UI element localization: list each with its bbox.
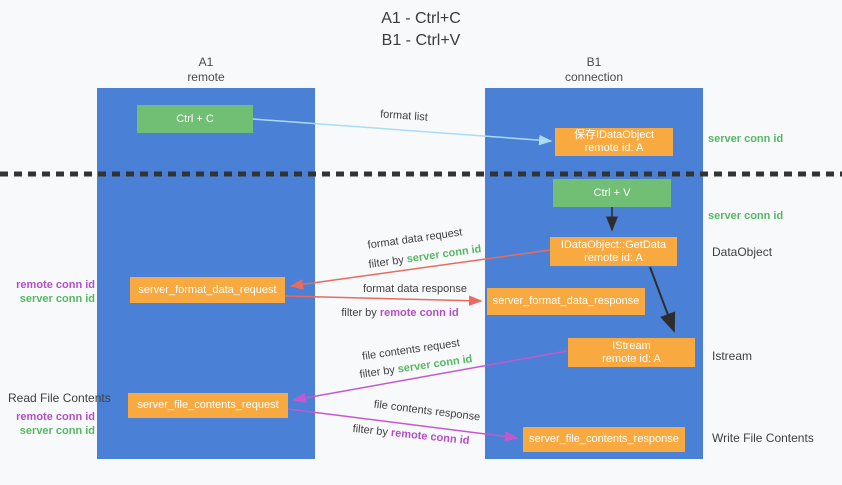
annotation-conn-pair-1: remote conn id server conn id [10, 278, 95, 306]
edge-label-format-data-response: format data response [363, 283, 467, 295]
node-server-file-contents-response-label: server_file_contents_response [529, 433, 679, 445]
filter-key-server-conn-id: server conn id [405, 243, 483, 266]
node-server-file-contents-request: server_file_contents_request [128, 393, 288, 418]
edge-label-filter-remote-conn-id-2: filter by remote conn id [352, 423, 470, 447]
diagram-title: A1 - Ctrl+C B1 - Ctrl+V [0, 8, 842, 52]
annotation-server-conn-id-mid: server conn id [708, 210, 784, 222]
edge-label-file-contents-response: file contents response [373, 398, 481, 424]
edge-label-filter-remote-conn-id-1: filter by remote conn id [341, 307, 458, 319]
filter-prefix: filter by [341, 307, 380, 319]
node-save-idataobject: 保存IDataObject remote id: A [555, 128, 673, 156]
node-idataobject-getdata: IDataObject::GetData remote id: A [550, 237, 677, 266]
node-save-idataobject-line2: remote id: A [584, 142, 644, 154]
title-line-2: B1 - Ctrl+V [381, 32, 461, 49]
node-istream-line2: remote id: A [602, 352, 661, 365]
annotation-server-conn-id-top: server conn id [708, 133, 784, 145]
node-idataobject-getdata-line2: remote id: A [584, 251, 643, 264]
node-istream: IStream remote id: A [568, 338, 695, 367]
node-save-idataobject-line1: 保存IDataObject [573, 129, 655, 141]
node-server-format-data-request-label: server_format_data_request [138, 283, 277, 296]
annotation-remote-conn-id-1: remote conn id [16, 279, 95, 291]
lane-b1-title: B1 [586, 55, 602, 69]
node-server-format-data-response-label: server_format_data_response [492, 295, 640, 307]
filter-key-server-conn-id: server conn id [396, 353, 474, 376]
title-line-1: A1 - Ctrl+C [381, 10, 461, 27]
lane-a1-title: A1 [198, 55, 214, 69]
node-ctrl-c: Ctrl + C [137, 105, 253, 133]
node-ctrl-c-label: Ctrl + C [176, 112, 214, 125]
annotation-istream: Istream [712, 349, 753, 363]
annotation-dataobject: DataObject [712, 245, 773, 259]
lane-header-a1: A1 remote [97, 55, 315, 85]
filter-prefix: filter by [367, 253, 408, 271]
filter-prefix: filter by [352, 422, 392, 439]
lane-b1-subtitle: connection [564, 70, 624, 84]
lane-a1-subtitle: remote [187, 70, 225, 84]
node-server-format-data-response: server_format_data_response [487, 288, 645, 315]
annotation-read-file-contents: Read File Contents [8, 391, 111, 405]
node-server-file-contents-request-label: server_file_contents_request [137, 399, 279, 411]
annotation-server-conn-id-2: server conn id [19, 425, 95, 437]
node-ctrl-v: Ctrl + V [553, 179, 671, 207]
annotation-write-file-contents: Write File Contents [712, 431, 814, 445]
edge-label-format-list: format list [379, 108, 429, 124]
node-idataobject-getdata-line1: IDataObject::GetData [560, 238, 667, 251]
lane-header-b1: B1 connection [485, 55, 703, 85]
filter-key-remote-conn-id: remote conn id [379, 307, 459, 319]
filter-key-remote-conn-id: remote conn id [390, 426, 470, 448]
node-server-file-contents-response: server_file_contents_response [523, 427, 685, 452]
annotation-server-conn-id-1: server conn id [19, 293, 95, 305]
annotation-remote-conn-id-2: remote conn id [16, 411, 95, 423]
node-ctrl-v-label: Ctrl + V [593, 186, 631, 199]
node-server-format-data-request: server_format_data_request [130, 277, 285, 303]
filter-prefix: filter by [358, 363, 399, 381]
node-istream-line1: IStream [612, 339, 651, 352]
annotation-conn-pair-2: remote conn id server conn id [10, 410, 95, 438]
